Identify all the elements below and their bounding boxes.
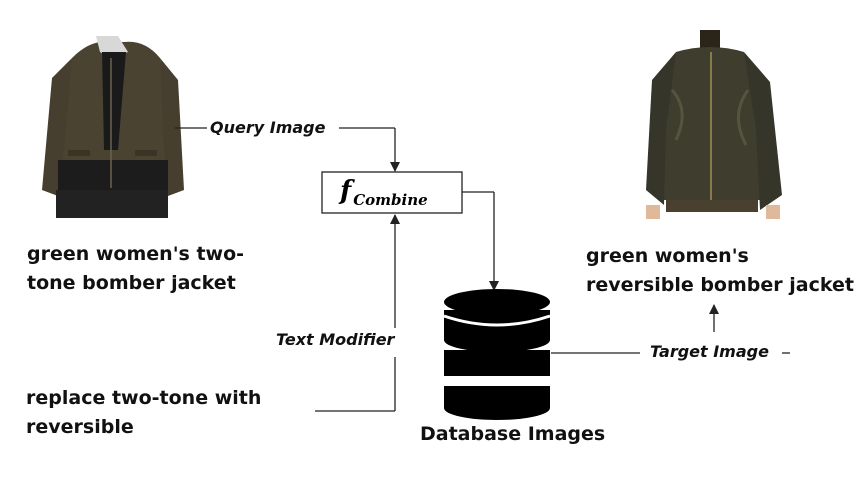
target-caption-line2: reversible bomber jacket (586, 274, 854, 296)
combine-subscript: Combine (353, 191, 428, 209)
text-modifier-caption: replace two-tone with reversible (26, 384, 261, 442)
query-image-label: Query Image (210, 118, 326, 137)
target-image-jacket (646, 30, 782, 219)
query-caption: green women's two- tone bomber jacket (27, 240, 244, 298)
text-modifier-line1: replace two-tone with (26, 387, 262, 409)
query-caption-line1: green women's two- (27, 243, 245, 265)
combine-symbol: f (340, 176, 352, 206)
query-image-jacket (42, 36, 184, 230)
target-image-label: Target Image (650, 342, 769, 361)
query-caption-line2: tone bomber jacket (27, 272, 236, 294)
text-modifier-label: Text Modifier (276, 330, 395, 349)
database-icon (443, 289, 551, 420)
target-caption: green women's reversible bomber jacket (586, 242, 854, 300)
target-caption-line1: green women's (586, 245, 749, 267)
combine-box (321, 171, 463, 214)
text-modifier-line2: reversible (26, 416, 134, 438)
database-label: Database Images (420, 423, 606, 445)
